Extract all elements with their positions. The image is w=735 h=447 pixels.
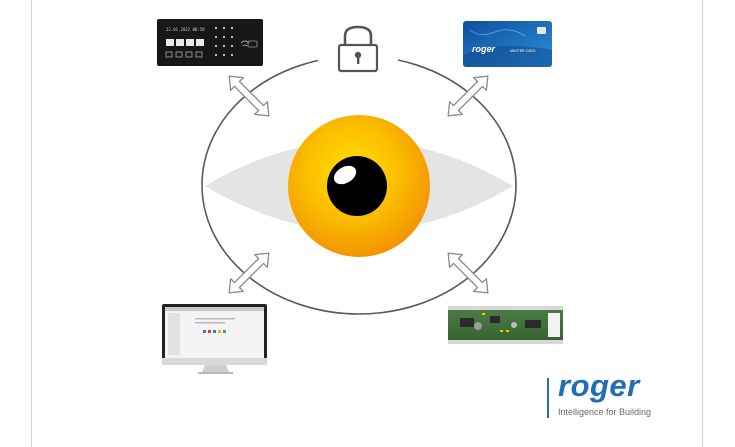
arrow-card bbox=[442, 70, 494, 122]
eye-pupil bbox=[327, 156, 387, 216]
arrow-keypad bbox=[223, 70, 275, 122]
roger-brand-logo: roger Intelligence for Building bbox=[547, 376, 687, 420]
arrow-controller bbox=[442, 247, 494, 299]
padlock-icon bbox=[318, 22, 398, 74]
card-label-text: MASTER CARD bbox=[510, 49, 536, 53]
brand-tagline: Intelligence for Building bbox=[558, 407, 651, 417]
brand-divider bbox=[547, 378, 549, 418]
keypad-display-text: 22.01.2022 08:59 bbox=[166, 27, 205, 32]
eye-icon bbox=[205, 115, 513, 257]
card-logo-text: roger bbox=[472, 44, 496, 54]
keypad-reader-icon: 22.01.2022 08:59 bbox=[157, 19, 263, 66]
proximity-card-icon: roger MASTER CARD bbox=[463, 21, 552, 67]
brand-name: roger bbox=[558, 368, 640, 404]
arrow-monitor bbox=[223, 247, 275, 299]
controller-board-icon bbox=[448, 306, 563, 344]
monitor-software-icon bbox=[162, 304, 267, 374]
